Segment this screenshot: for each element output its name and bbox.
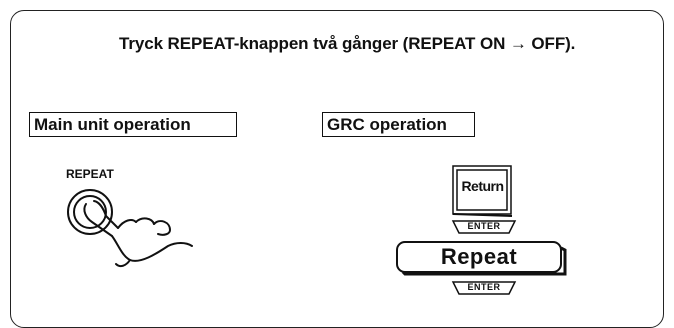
enter-tag-lower-label: ENTER [467, 282, 501, 292]
enter-tag-upper-label: ENTER [467, 221, 501, 231]
main-unit-operation-label: Main unit operation [29, 112, 237, 137]
repeat-key-label: Repeat [440, 244, 518, 269]
repeat-key[interactable]: Repeat [395, 240, 567, 276]
enter-tag-upper: ENTER [451, 219, 517, 235]
grc-operation-label: GRC operation [322, 112, 475, 137]
instruction-text: Tryck REPEAT-knappen två gånger (REPEAT … [119, 34, 576, 53]
enter-tag-lower: ENTER [451, 280, 517, 296]
repeat-button-outer-ring [67, 189, 113, 235]
return-key[interactable]: Return [452, 165, 514, 222]
repeat-button-inner-ring [73, 195, 107, 229]
return-key-label: Return [461, 178, 504, 194]
enter-tag-lower-shape [451, 281, 517, 295]
hand-pressing-button-icon [67, 189, 193, 268]
return-key-shape [452, 165, 513, 217]
repeat-key-shape [396, 241, 567, 276]
enter-tag-upper-shape [451, 220, 517, 234]
repeat-button-label: REPEAT [66, 167, 114, 181]
